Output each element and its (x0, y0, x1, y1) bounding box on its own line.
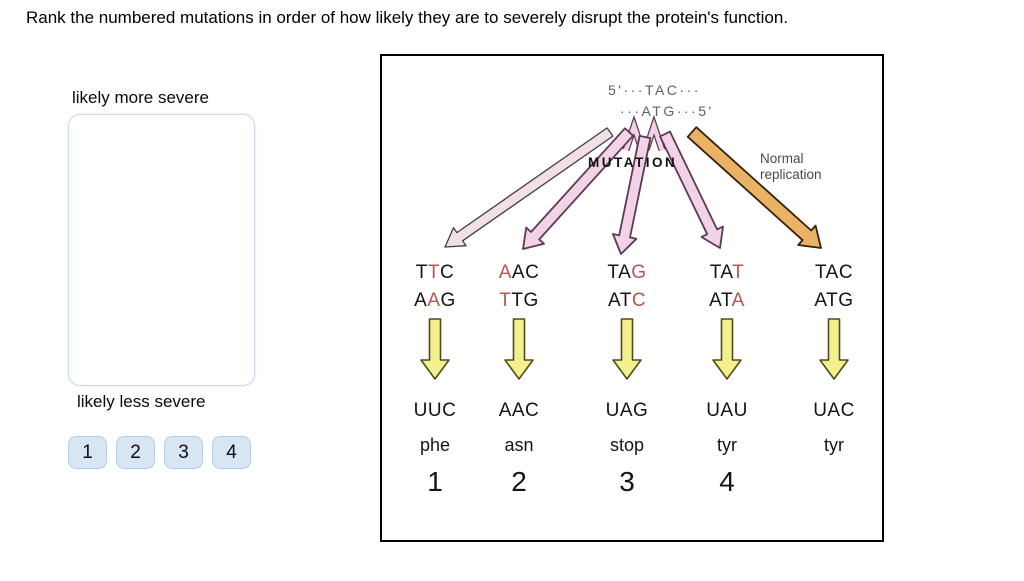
dna-codon-bottom: ATA (687, 290, 767, 312)
rank-choice-button-1[interactable]: 1 (68, 436, 107, 469)
rank-number: 2 (511, 466, 527, 497)
mutant-base: T (427, 262, 440, 283)
base: A (511, 262, 526, 283)
mutant-base: A (731, 290, 745, 311)
base: A (618, 262, 632, 283)
amino-acid-label: tyr (824, 435, 844, 455)
base: T (607, 262, 619, 283)
rank-choice-button-4[interactable]: 4 (212, 436, 251, 469)
question-title: Rank the numbered mutations in order of … (26, 8, 789, 27)
normal-replication-line2: replication (760, 167, 822, 182)
translation-arrow (420, 318, 450, 380)
translation-arrow (819, 318, 849, 380)
dna-codon-top: TAC (814, 262, 854, 283)
base: A (709, 290, 721, 311)
base: A (720, 262, 733, 283)
less-severe-label: likely less severe (77, 392, 206, 411)
rank-choice-button-2[interactable]: 2 (116, 436, 155, 469)
base: T (720, 290, 732, 311)
mutation-arrow (611, 135, 652, 255)
mutation-arrow (522, 127, 635, 250)
dna-codon-top: TTC (395, 262, 475, 284)
rank-number-row: 1 2 3 4 (382, 466, 882, 497)
base: G (440, 290, 456, 311)
rna-codon: AAC (498, 400, 540, 421)
translation-arrow (712, 318, 742, 380)
arrows-canvas (420, 114, 849, 380)
translation-arrow (504, 318, 534, 380)
amino-acid-label: tyr (717, 435, 737, 455)
amino-acid-row: phe asn stop tyr tyr (382, 435, 882, 461)
dna-codon-top: TAT (687, 262, 767, 284)
normal-replication-label: Normal replication (760, 151, 822, 183)
dna-codon-bottom: TTG (479, 290, 559, 312)
dna-codon-bottom: ATC (587, 290, 667, 312)
rank-choice-button-3[interactable]: 3 (164, 436, 203, 469)
base: C (525, 262, 540, 283)
base: A (414, 290, 428, 311)
amino-acid-label: asn (504, 435, 534, 455)
translation-arrow (612, 318, 642, 380)
mutation-arrow-pale (444, 127, 614, 248)
base: T (619, 290, 632, 311)
base: T (709, 262, 721, 283)
dna-codon-top: TAG (587, 262, 667, 284)
amino-acid-label: phe (419, 435, 451, 455)
base: A (607, 290, 620, 311)
mutation-diagram: 5'···TAC··· ···ATG···5' MUTATION Normal … (380, 54, 884, 542)
ranking-dropzone[interactable] (68, 114, 255, 386)
rank-number: 3 (619, 466, 635, 497)
dna-codon-bottom: AAG (395, 290, 475, 312)
amino-acid-label: stop (609, 435, 645, 455)
rna-codon-row: UUC AAC UAG UAU UAC (382, 400, 882, 426)
normal-replication-arrow (686, 126, 822, 249)
rna-codon: UAC (813, 400, 855, 421)
mutant-base: T (499, 290, 512, 311)
more-severe-label: likely more severe (72, 88, 209, 107)
rna-codon: UUC (413, 400, 457, 421)
base: C (439, 262, 455, 283)
base: G (523, 290, 539, 311)
dna-codon-top: AAC (479, 262, 559, 284)
mutation-arrow (659, 130, 724, 249)
rna-codon: UAU (706, 400, 748, 421)
base: T (511, 290, 524, 311)
mutant-base: G (631, 262, 647, 283)
mutant-base: A (498, 262, 512, 283)
normal-replication-line1: Normal (760, 151, 804, 166)
mutant-base: C (631, 290, 647, 311)
mutation-label: MUTATION (588, 155, 678, 170)
template-strand-bottom: ···ATG···5' (620, 103, 714, 119)
dna-codon-bottom: ATG (814, 290, 854, 311)
base: T (415, 262, 428, 283)
rna-codon: UAG (605, 400, 649, 421)
mutant-base: A (427, 290, 441, 311)
rank-number: 4 (719, 466, 735, 497)
template-strand-top: 5'···TAC··· (608, 82, 701, 98)
rank-number: 1 (427, 466, 443, 497)
mutant-base: T (732, 262, 745, 283)
